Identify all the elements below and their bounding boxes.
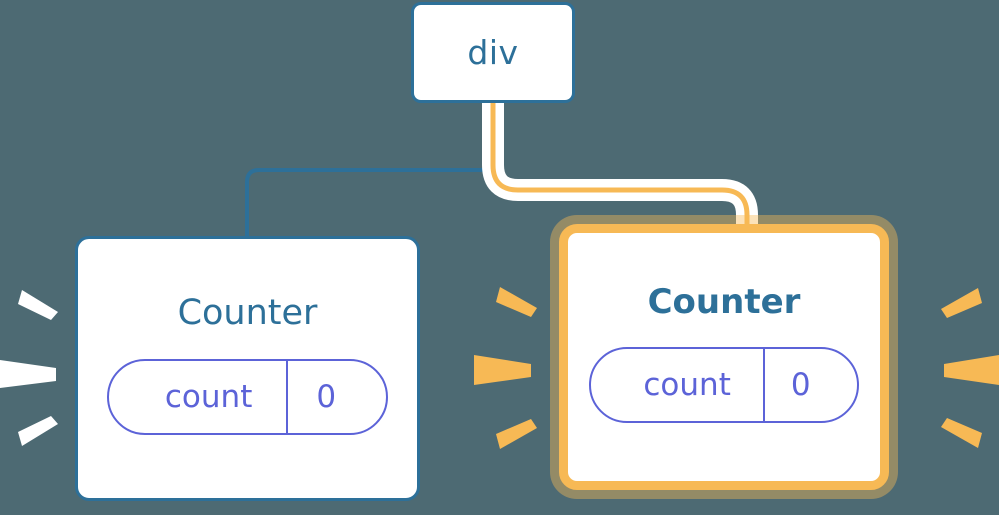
state-value: 0 — [286, 361, 386, 433]
state-key: count — [643, 366, 731, 403]
spark-icon — [474, 355, 531, 385]
state-pill-counter-left: count 0 — [106, 359, 389, 435]
node-div-label: div — [467, 33, 519, 72]
spark-group-left-node — [0, 290, 58, 446]
spark-group-right-node-right — [941, 288, 999, 448]
connector-div-to-counter-left — [245, 101, 495, 240]
node-div[interactable]: div — [411, 2, 575, 103]
node-counter-left-title: Counter — [177, 293, 318, 333]
spark-icon — [941, 418, 982, 448]
connector-div-to-counter-right — [490, 103, 750, 240]
spark-icon — [18, 290, 58, 320]
state-value: 0 — [762, 349, 857, 421]
state-key: count — [164, 378, 253, 415]
spark-icon — [496, 419, 537, 449]
spark-icon — [496, 287, 537, 317]
spark-group-right-node-left — [474, 287, 537, 449]
state-pill-counter-right: count 0 — [589, 347, 859, 423]
connector-div-to-counter-right-halo — [482, 103, 758, 240]
node-counter-left[interactable]: Counter count 0 — [75, 236, 420, 501]
spark-icon — [941, 288, 982, 318]
node-counter-right-title: Counter — [647, 282, 801, 322]
spark-icon — [0, 360, 56, 388]
node-counter-right[interactable]: Counter count 0 — [559, 224, 889, 490]
spark-icon — [944, 355, 999, 385]
spark-icon — [18, 416, 58, 446]
